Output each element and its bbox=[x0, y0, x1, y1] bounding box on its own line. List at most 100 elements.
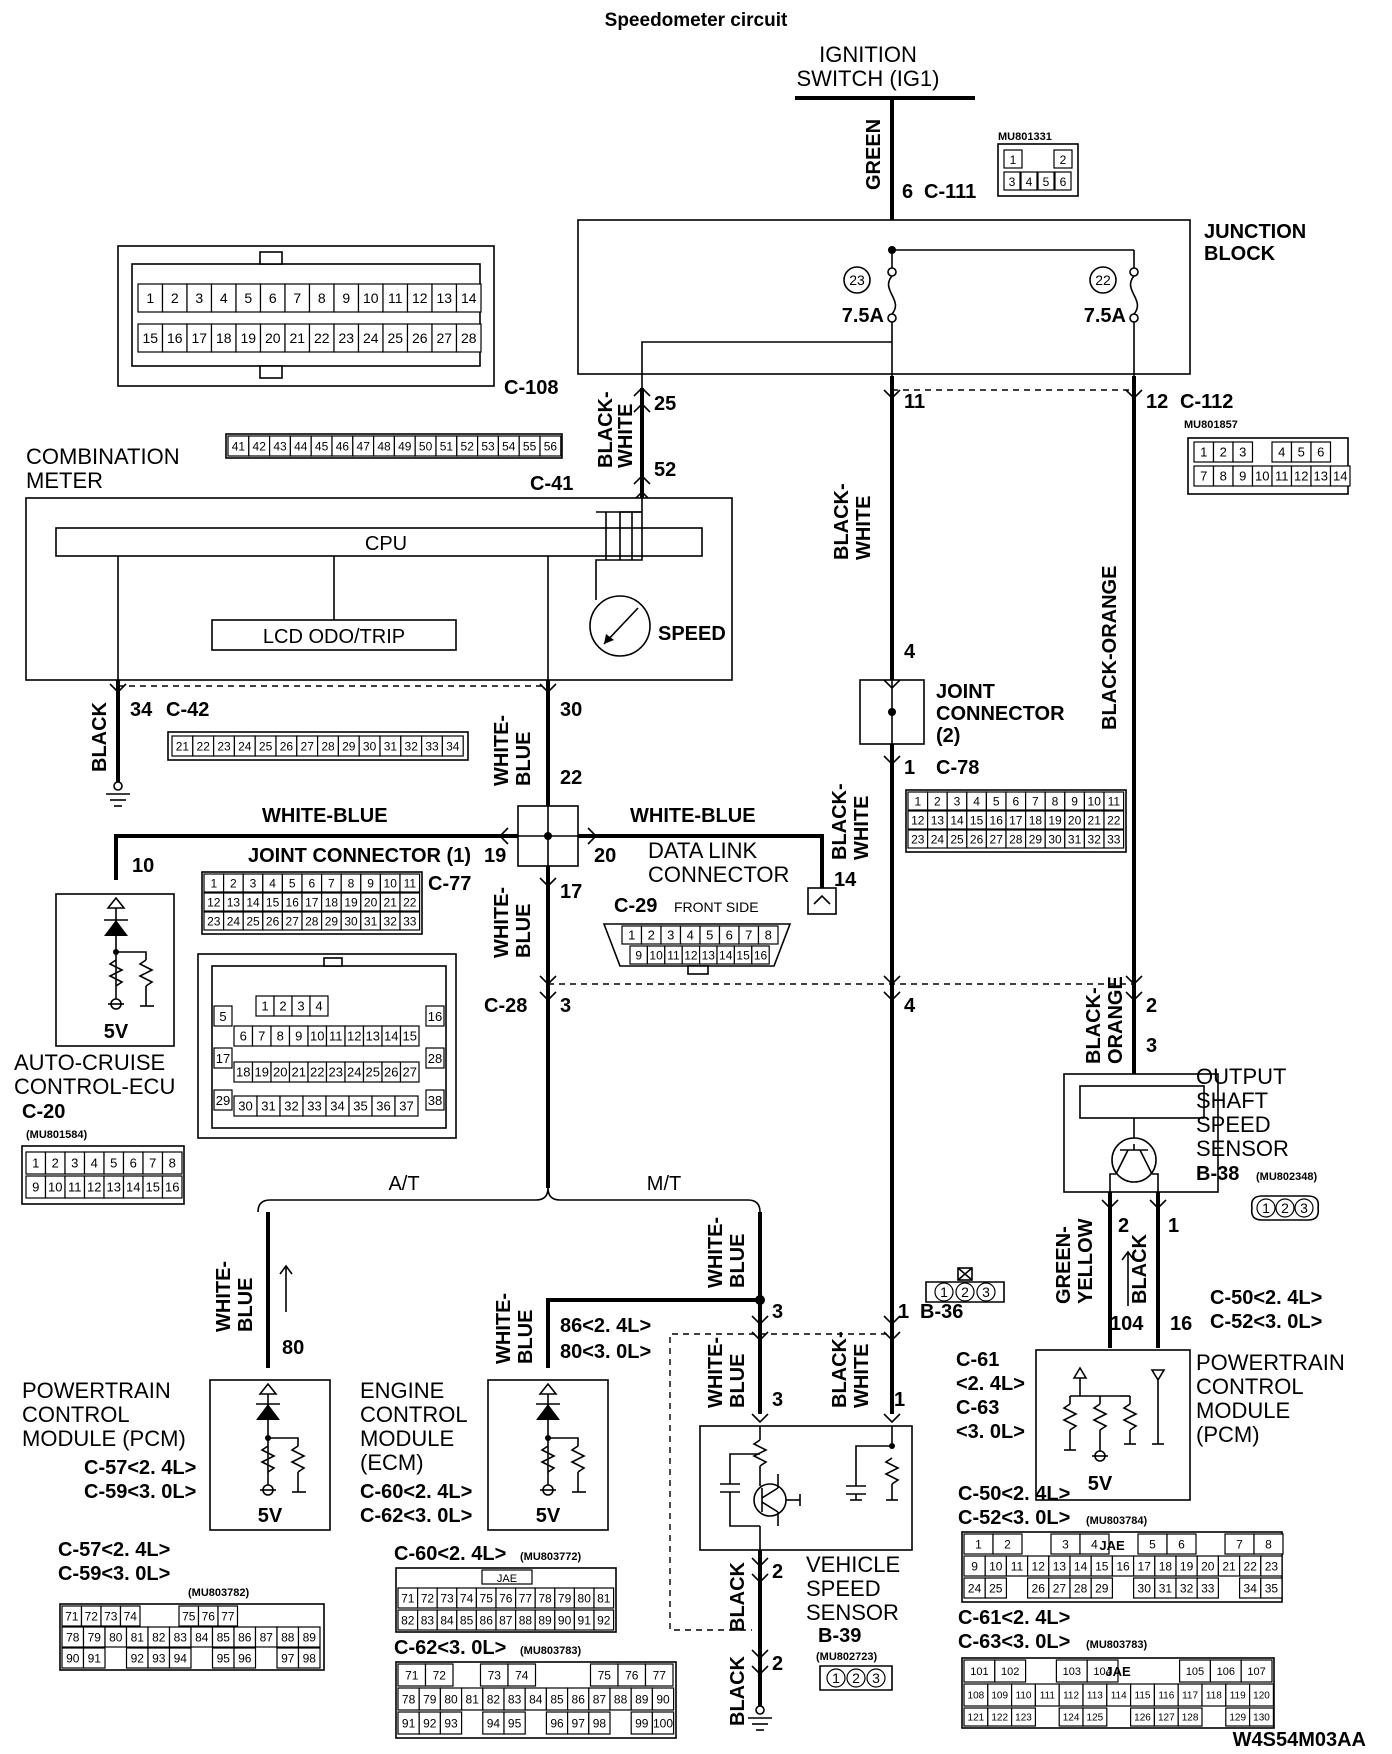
c28-pin-label: 27 bbox=[403, 1065, 417, 1080]
c61-pin-label: 109 bbox=[991, 1691, 1008, 1702]
c62-pin-label: 77 bbox=[653, 1668, 667, 1682]
b39-pin-label: 1 bbox=[832, 1670, 840, 1686]
c108-pin-label: 5 bbox=[244, 290, 252, 306]
c50-pin-label: 17 bbox=[1138, 1559, 1152, 1573]
c57-cell bbox=[297, 1626, 321, 1648]
pin-label-80: 80 bbox=[282, 1337, 304, 1359]
c28-pin-label: 12 bbox=[347, 1029, 361, 1044]
pin-label-25: 25 bbox=[654, 393, 676, 415]
svg-text:SPEED: SPEED bbox=[658, 623, 726, 645]
c29-cell bbox=[757, 925, 779, 945]
c41-pin-label: 47 bbox=[357, 439, 371, 453]
c50-cell bbox=[1166, 1533, 1197, 1555]
c28-pin-label: 7 bbox=[258, 1029, 265, 1044]
svg-text:23: 23 bbox=[849, 272, 865, 288]
pin-label-3-vss: 3 bbox=[772, 1389, 783, 1411]
svg-text:7.5A: 7.5A bbox=[842, 305, 884, 327]
wire-label-white-blue-4b: BLUE bbox=[727, 1234, 749, 1288]
b39-pin-label: 3 bbox=[872, 1670, 880, 1686]
pcm-r-label-3: MODULE bbox=[1196, 1398, 1290, 1423]
c77-pin-label: 18 bbox=[325, 895, 339, 909]
pcm-right-internal-circuit bbox=[1062, 1366, 1166, 1462]
c61-pin-label: 115 bbox=[1135, 1691, 1151, 1702]
c20-pin-label: 6 bbox=[130, 1156, 137, 1171]
pcm-at-label-3: MODULE (PCM) bbox=[22, 1426, 186, 1451]
c60-pin-label: 71 bbox=[401, 1591, 415, 1605]
oss-label-3: SPEED bbox=[1196, 1112, 1271, 1137]
c77-pin-label: 28 bbox=[305, 914, 319, 928]
joint2-label-2: CONNECTOR bbox=[936, 703, 1065, 725]
c78-pin-label: 7 bbox=[1032, 794, 1039, 808]
pcm-r-c63b: <3. 0L> bbox=[956, 1421, 1025, 1443]
c77-pin-label: 12 bbox=[207, 895, 221, 909]
c108-pin-label: 15 bbox=[142, 330, 158, 346]
wire-label-white-blue-4: WHITE- bbox=[705, 1217, 727, 1288]
cpu-label: CPU bbox=[365, 533, 407, 555]
wire-label-black-white-1: BLACK- bbox=[595, 391, 617, 468]
svg-text:3: 3 bbox=[1009, 175, 1016, 189]
c77-cell bbox=[399, 873, 421, 893]
c29-pin-label: 15 bbox=[736, 948, 750, 962]
c78-pin-label: 20 bbox=[1068, 813, 1082, 827]
dlc-label-2: CONNECTOR bbox=[648, 862, 789, 887]
c60-pin-label: 87 bbox=[499, 1613, 513, 1627]
cpu-block bbox=[55, 527, 703, 557]
c62-cell bbox=[424, 1663, 454, 1687]
c50-cell bbox=[1090, 1577, 1113, 1599]
acc-conn-label: C-20 bbox=[22, 1101, 65, 1123]
b36-pin-label: 3 bbox=[982, 1284, 990, 1300]
c28-pin-label: 34 bbox=[330, 1099, 344, 1114]
c108-pin-label: 20 bbox=[265, 330, 281, 346]
pin-label-3-c28: 3 bbox=[560, 995, 571, 1017]
c61-cell bbox=[1248, 1683, 1274, 1707]
c77-pin-label: 5 bbox=[289, 876, 296, 890]
wire-label-white-blue-1: WHITE- bbox=[491, 715, 513, 786]
c42-pin-label: 22 bbox=[197, 739, 211, 753]
c78-pin-label: 27 bbox=[990, 832, 1004, 846]
c57-pin-label: 97 bbox=[281, 1651, 295, 1665]
c41-pin-label: 41 bbox=[232, 439, 246, 453]
tbl-c50-h2: C-52<3. 0L> bbox=[958, 1507, 1070, 1529]
tbl-c62-part: (MU803783) bbox=[520, 1645, 581, 1657]
wire-label-black-vss-1: BLACK bbox=[727, 1561, 749, 1632]
c62-cell bbox=[503, 1711, 526, 1735]
c57-pin-label: 75 bbox=[182, 1609, 196, 1623]
ecm-conn-1: C-60<2. 4L> bbox=[360, 1481, 472, 1503]
oss-label-1: OUTPUT bbox=[1196, 1064, 1286, 1089]
c50-pin-label: 8 bbox=[1265, 1537, 1272, 1551]
c108-pin-label: 25 bbox=[387, 330, 403, 346]
c77-pin-label: 33 bbox=[403, 914, 417, 928]
lcd-odo-trip bbox=[211, 619, 457, 651]
c77-cell bbox=[399, 911, 421, 931]
c29-pin-label: 8 bbox=[765, 928, 772, 943]
tbl-c61-part: (MU803783) bbox=[1086, 1639, 1147, 1651]
acc-label-1: AUTO-CRUISE bbox=[14, 1050, 165, 1075]
wire-label-green-yellow-b: YELLOW bbox=[1075, 1218, 1097, 1304]
c28-side-pin-label: 17 bbox=[216, 1051, 230, 1066]
c20-cell bbox=[161, 1175, 183, 1199]
c77-pin-label: 14 bbox=[246, 895, 260, 909]
c29-pin-label: 7 bbox=[745, 928, 752, 943]
c108-pin-label: 3 bbox=[195, 290, 203, 306]
c50-pin-label: 28 bbox=[1074, 1581, 1088, 1595]
b39-pin-label: 2 bbox=[852, 1670, 860, 1686]
pcm-at-5v: 5V bbox=[258, 1505, 283, 1527]
c50-pin-label: 35 bbox=[1265, 1581, 1279, 1595]
c41-pin-label: 52 bbox=[461, 439, 475, 453]
c108-pin-label: 2 bbox=[171, 290, 179, 306]
c112-pin-label: 3 bbox=[1239, 445, 1246, 460]
c28-pin-label: 25 bbox=[366, 1065, 380, 1080]
wire-label-white-blue-3: WHITE- bbox=[213, 1261, 235, 1332]
c50-cell bbox=[1260, 1555, 1283, 1577]
c28-pin-label: 19 bbox=[255, 1065, 269, 1080]
ecm-label-4: (ECM) bbox=[360, 1450, 424, 1475]
c41-pin-label: 51 bbox=[440, 439, 454, 453]
pin-label-80b: 80<3. 0L> bbox=[560, 1341, 651, 1363]
c61-pin-label: 129 bbox=[1229, 1713, 1246, 1724]
c42-pin-label: 33 bbox=[425, 739, 439, 753]
b38-pin-label: 2 bbox=[1281, 1200, 1289, 1216]
b38-pin bbox=[1256, 1198, 1276, 1218]
c28-side-cell bbox=[425, 1005, 445, 1027]
